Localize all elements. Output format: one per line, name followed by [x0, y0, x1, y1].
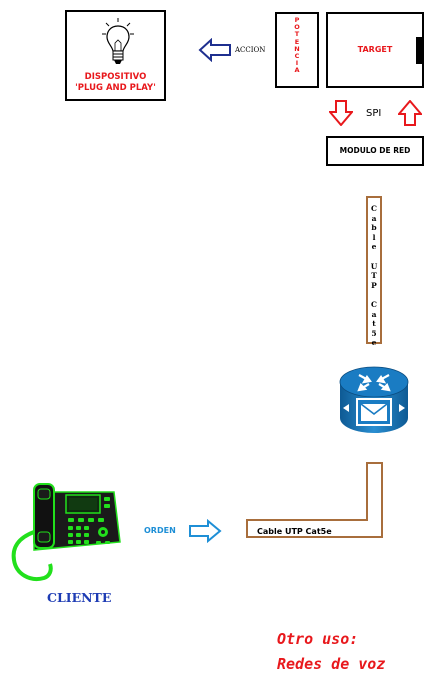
cable-char: a: [371, 309, 377, 319]
target-box: TARGET: [326, 12, 424, 88]
device-box: DISPOSITIVO 'PLUG AND PLAY': [65, 10, 166, 101]
cable-char: [368, 290, 380, 300]
cable-char: e: [371, 338, 377, 348]
cable-char: e: [371, 242, 377, 252]
potencia-letter: I: [295, 59, 299, 68]
potencia-letter: P: [294, 16, 300, 24]
device-label: DISPOSITIVO 'PLUG AND PLAY': [67, 72, 164, 94]
device-label-line1: DISPOSITIVO: [84, 72, 147, 82]
cable-char: l: [372, 232, 376, 242]
device-label-line2: 'PLUG AND PLAY': [75, 83, 156, 93]
potencia-letter: A: [294, 66, 300, 75]
lightbulb-icon: [102, 18, 134, 64]
cable-char: 5: [371, 328, 377, 338]
cable-vertical-label: C a b l e U T P C a t 5 e: [368, 204, 380, 348]
target-label: TARGET: [357, 45, 393, 54]
cable-char: a: [371, 213, 377, 223]
potencia-label: P O T E N C I A: [277, 16, 317, 75]
cable-vertical: C a b l e U T P C a t 5 e: [366, 196, 382, 347]
orden-label: ORDEN: [144, 526, 176, 535]
cliente-label: CLIENTE: [47, 590, 112, 605]
potencia-letter: N: [294, 44, 300, 53]
potencia-box: P O T E N C I A: [275, 12, 319, 88]
note-otro-uso: Otro uso: Redes de voz: [277, 627, 385, 677]
cable-horizontal: [246, 462, 383, 538]
cable-char: T: [371, 271, 377, 281]
orden-arrow-icon: [189, 519, 222, 543]
note-line2: Redes de voz: [277, 655, 386, 673]
ip-phone-icon: [11, 483, 121, 581]
cable-char: b: [371, 223, 377, 233]
note-line1: Otro uso:: [277, 630, 359, 648]
spi-label: SPI: [366, 108, 382, 119]
potencia-letter: T: [294, 30, 300, 39]
potencia-letter: E: [294, 37, 300, 46]
accion-label: ACCION: [235, 46, 266, 54]
spi-down-arrow-icon: [329, 100, 353, 126]
spi-up-arrow-icon: [398, 100, 422, 126]
cable-char: C: [371, 204, 377, 213]
potencia-letter: C: [294, 52, 300, 61]
potencia-letter: O: [294, 23, 300, 32]
cable-char: U: [370, 261, 378, 271]
cable-char: P: [371, 280, 377, 290]
target-port: [416, 37, 424, 64]
cable-horizontal-label: Cable UTP Cat5e: [257, 527, 332, 536]
cable-char: t: [372, 319, 376, 329]
modulo-de-red-label: MODULO DE RED: [339, 146, 411, 155]
accion-arrow-icon: [198, 38, 231, 62]
modulo-de-red-box: MODULO DE RED: [326, 136, 424, 166]
cable-char: [368, 252, 380, 262]
router-icon: [339, 366, 409, 433]
cable-char: C: [371, 299, 377, 309]
